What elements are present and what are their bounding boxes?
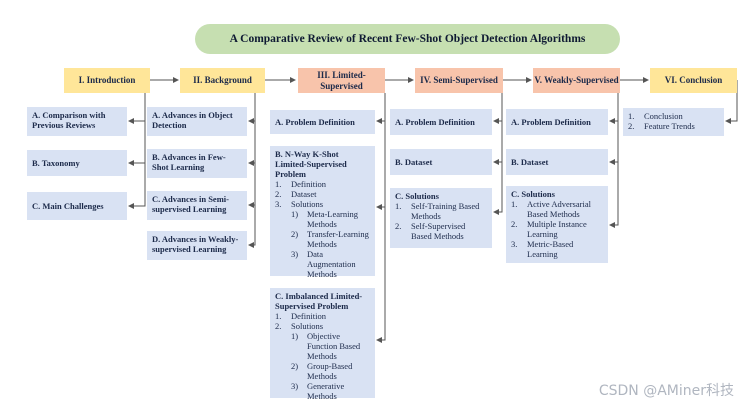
background-semi-supervised-label: C. Advances in Semi-supervised Learning	[152, 194, 229, 214]
list-item: 1.Definition	[275, 311, 326, 321]
weak-dataset-label: B. Dataset	[511, 157, 549, 167]
background-object-detection-label: A. Advances in Object Detection	[152, 110, 233, 130]
background-weakly-supervised-box: D. Advances in Weakly-supervised Learnin…	[147, 231, 247, 260]
background-few-shot-label: B. Advances in Few-Shot Learning	[152, 152, 226, 172]
watermark: CSDN @AMiner科技	[598, 383, 734, 399]
list-item: 2.Feature Trends	[628, 121, 695, 131]
weak-problem-definition-label: A. Problem Definition	[511, 117, 591, 127]
list-item: 1.Conclusion	[628, 111, 683, 121]
background-object-detection-box: A. Advances in Object Detection	[147, 107, 247, 136]
header-limited-supervised: III. Limited-Supervised	[298, 68, 385, 93]
background-few-shot-box: B. Advances in Few-Shot Learning	[147, 149, 247, 178]
list-item: 1)Objective Function Based Methods	[291, 331, 361, 361]
semi-problem-definition-box: A. Problem Definition	[390, 109, 492, 135]
header-introduction: I. Introduction	[64, 68, 150, 93]
header-weakly-supervised: V. Weakly-Supervised	[533, 68, 620, 93]
background-weakly-supervised-label: D. Advances in Weakly-supervised Learnin…	[152, 234, 239, 254]
weak-dataset-box: B. Dataset	[506, 149, 608, 175]
intro-challenges-box: C. Main Challenges	[27, 192, 127, 220]
weak-solutions-title: C. Solutions	[511, 189, 555, 199]
intro-taxonomy-box: B. Taxonomy	[27, 150, 127, 176]
list-item: 1.Definition	[275, 179, 326, 189]
intro-comparison-box: A. Comparison with Previous Reviews	[27, 107, 127, 136]
list-item: 1)Meta-Learning Methods	[291, 209, 358, 229]
limited-nway-kshot-box: B. N-Way K-Shot Limited-Supervised Probl…	[270, 146, 375, 279]
limited-imbalanced-title: C. Imbalanced Limited-Supervised Problem	[275, 291, 363, 311]
list-item: 2.Multiple Instance Learning	[511, 219, 587, 239]
list-item: 3)Generative Methods	[291, 381, 345, 401]
list-item: 3)Data Augmentation Methods	[291, 249, 356, 279]
intro-comparison-label: A. Comparison with Previous Reviews	[32, 110, 106, 130]
list-item: 1.Active Adversarial Based Methods	[511, 199, 591, 219]
list-item: 2)Group-Based Methods	[291, 361, 353, 381]
limited-imbalanced-box: C. Imbalanced Limited-Supervised Problem…	[270, 288, 375, 401]
background-semi-supervised-box: C. Advances in Semi-supervised Learning	[147, 191, 247, 220]
list-item: 3.Metric-Based Learning	[511, 239, 574, 259]
limited-nway-kshot-title: B. N-Way K-Shot Limited-Supervised Probl…	[275, 149, 347, 179]
limited-problem-definition-label: A. Problem Definition	[275, 117, 355, 127]
semi-dataset-box: B. Dataset	[390, 149, 492, 175]
intro-challenges-label: C. Main Challenges	[32, 201, 104, 211]
list-item: 2)Transfer-Learning Methods	[291, 229, 369, 249]
semi-dataset-label: B. Dataset	[395, 157, 433, 167]
weak-problem-definition-box: A. Problem Definition	[506, 109, 608, 135]
list-item: 3.Solutions	[275, 199, 324, 209]
header-background: II. Background	[180, 68, 265, 93]
list-item: 2.Solutions	[275, 321, 324, 331]
list-item: 1.Self-Training Based Methods	[395, 201, 480, 221]
semi-problem-definition-label: A. Problem Definition	[395, 117, 475, 127]
list-item: 2.Dataset	[275, 189, 317, 199]
weak-solutions-box: C. Solutions 1.Active Adversarial Based …	[506, 186, 608, 263]
conclusion-box: 1.Conclusion 2.Feature Trends	[623, 108, 724, 136]
header-semi-supervised: IV. Semi-Supervised	[415, 68, 503, 93]
header-conclusion: VI. Conclusion	[650, 68, 737, 93]
list-item: 2.Self-Supervised Based Methods	[395, 221, 466, 241]
semi-solutions-title: C. Solutions	[395, 191, 439, 201]
diagram-title: A Comparative Review of Recent Few-Shot …	[195, 24, 620, 54]
semi-solutions-box: C. Solutions 1.Self-Training Based Metho…	[390, 188, 492, 248]
limited-problem-definition-box: A. Problem Definition	[270, 110, 375, 134]
intro-taxonomy-label: B. Taxonomy	[32, 158, 80, 168]
